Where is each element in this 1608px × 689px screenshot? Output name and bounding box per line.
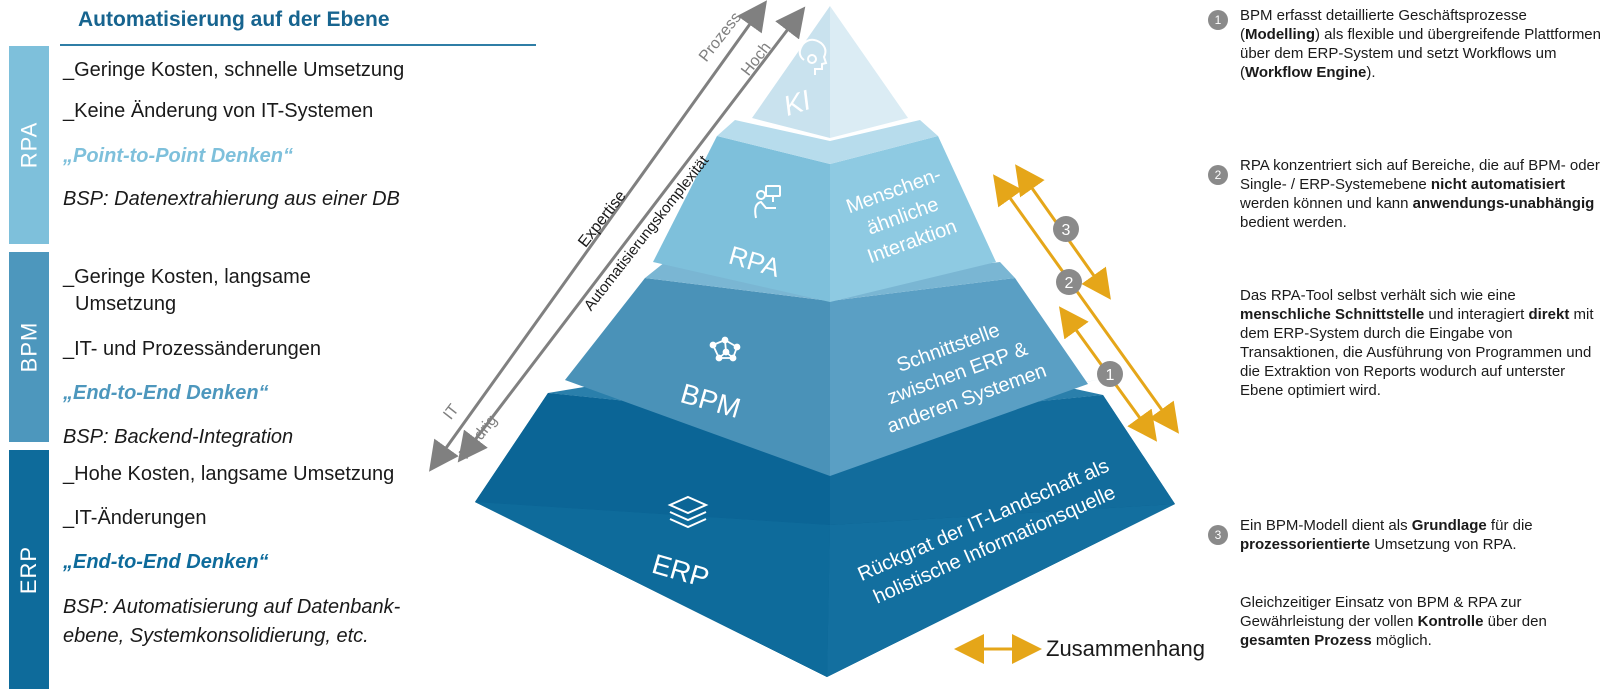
- note-3-detail-text: Gleichzeitiger Einsatz von BPM & RPA zur…: [1240, 594, 1547, 649]
- note-1-number: 1: [1208, 10, 1228, 30]
- note-3: Ein BPM-Modell dient als Grundlage für d…: [1240, 516, 1602, 554]
- heading-divider: [60, 44, 536, 46]
- note-3-detail: Gleichzeitiger Einsatz von BPM & RPA zur…: [1240, 593, 1602, 650]
- section-heading: Automatisierung auf der Ebene: [78, 8, 390, 31]
- marker-2: 2: [1056, 269, 1082, 295]
- rpa-example: BSP: Datenextrahierung aus einer DB: [63, 188, 400, 210]
- marker-3-label: 3: [1062, 222, 1071, 239]
- layers-icon: [667, 495, 709, 529]
- marker-3: 3: [1053, 216, 1079, 242]
- note-2-number: 2: [1208, 165, 1228, 185]
- marker-1: 1: [1097, 361, 1123, 387]
- erp-example: BSP: Automatisierung auf Datenbank-: [63, 596, 401, 618]
- axis-hoch-label: Hoch: [738, 39, 774, 79]
- bpm-mindset: „End-to-End Denken“: [63, 382, 269, 404]
- erp-point-it: _IT-Änderungen: [63, 507, 207, 529]
- level-bar-bpm: BPM: [9, 252, 49, 442]
- axis-it-label: IT: [440, 401, 462, 423]
- axis-expertise-label: Expertise: [575, 188, 630, 251]
- erp-example-cont: ebene, Systemkonsolidierung, etc.: [63, 625, 369, 647]
- note-3-number: 3: [1208, 525, 1228, 545]
- marker-1-label: 1: [1106, 367, 1115, 384]
- erp-point-cost: _Hohe Kosten, langsame Umsetzung: [63, 463, 395, 485]
- note-2-detail-text: Das RPA-Tool selbst verhält sich wie ein…: [1240, 287, 1594, 399]
- note-2-text: RPA konzentriert sich auf Bereiche, die …: [1240, 157, 1600, 231]
- legend-label: Zusammenhang: [1046, 636, 1205, 661]
- tier-ki-side: [830, 6, 908, 138]
- note-2: RPA konzentriert sich auf Bereiche, die …: [1240, 156, 1602, 232]
- bpm-example: BSP: Backend-Integration: [63, 426, 294, 448]
- bpm-point-cost-cont: Umsetzung: [75, 293, 177, 315]
- bpm-point-cost: _Geringe Kosten, langsame: [63, 266, 311, 288]
- axis-niedrig-label: Niedrig: [456, 412, 501, 462]
- note-3-text: Ein BPM-Modell dient als Grundlage für d…: [1240, 517, 1533, 553]
- tier-erp-front-lower: [475, 502, 830, 677]
- note-1: BPM erfasst detaillierte Geschäftsprozes…: [1240, 6, 1602, 82]
- tier-ki: [752, 6, 908, 138]
- level-bar-erp: ERP: [9, 450, 49, 689]
- level-bar-rpa: RPA: [9, 46, 49, 244]
- note-1-text: BPM erfasst detaillierte Geschäftsprozes…: [1240, 7, 1601, 81]
- bpm-point-it: _IT- und Prozessänderungen: [63, 338, 321, 360]
- outer-axis-arrow-upper: [429, 0, 767, 472]
- erp-mindset: „End-to-End Denken“: [63, 551, 269, 573]
- tier-erp-side: [827, 504, 1175, 677]
- note-2-detail: Das RPA-Tool selbst verhält sich wie ein…: [1240, 286, 1602, 400]
- marker-2-label: 2: [1065, 275, 1074, 292]
- rpa-point-cost: _Geringe Kosten, schnelle Umsetzung: [63, 59, 405, 81]
- rpa-mindset: „Point-to-Point Denken“: [63, 145, 293, 167]
- tier-rpa-side: [830, 136, 996, 302]
- axis-prozess-label: Prozess: [696, 9, 745, 65]
- rpa-point-it: _Keine Änderung von IT-Systemen: [63, 100, 374, 122]
